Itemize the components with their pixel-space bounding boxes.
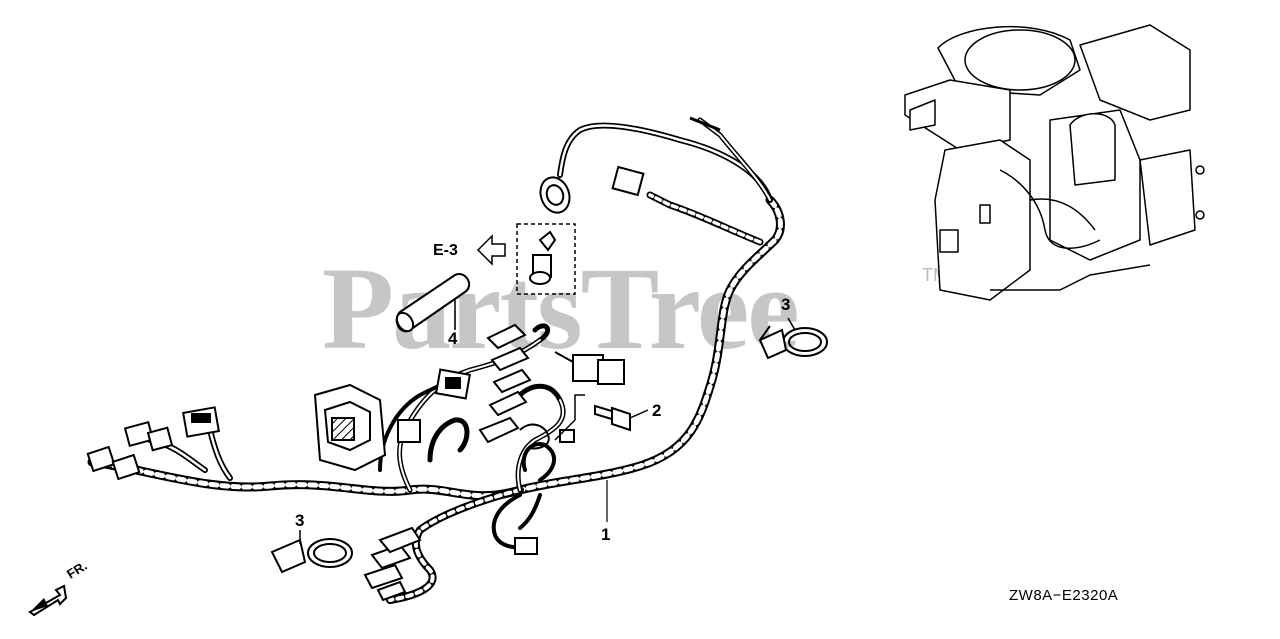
cable-clamp-icon <box>758 317 828 360</box>
callout-3-right: 3 <box>781 295 791 314</box>
reference-arrow-icon <box>476 234 506 266</box>
callout-2: 2 <box>652 401 662 420</box>
callout-4: 4 <box>448 329 458 348</box>
protective-tube-icon <box>395 273 471 333</box>
left-connectors <box>86 406 220 481</box>
diagram-code: ZW8A−E2320A <box>1009 587 1119 604</box>
callout-1: 1 <box>601 525 611 544</box>
sensor-detail-box <box>516 223 576 295</box>
front-direction-arrow-icon <box>28 584 68 617</box>
reference-label: E-3 <box>433 242 458 259</box>
grommet-icon <box>539 116 721 214</box>
flange-bolt-icon <box>554 394 649 441</box>
cable-clamp-icon-left <box>270 530 353 574</box>
center-connectors <box>478 323 625 450</box>
bottom-connectors <box>363 526 538 602</box>
relay-block-icon <box>313 368 472 472</box>
leader-lines <box>454 310 608 522</box>
engine-illustration-icon <box>904 24 1205 301</box>
callout-3-left: 3 <box>295 511 305 530</box>
wire-harness-icon <box>87 117 785 604</box>
